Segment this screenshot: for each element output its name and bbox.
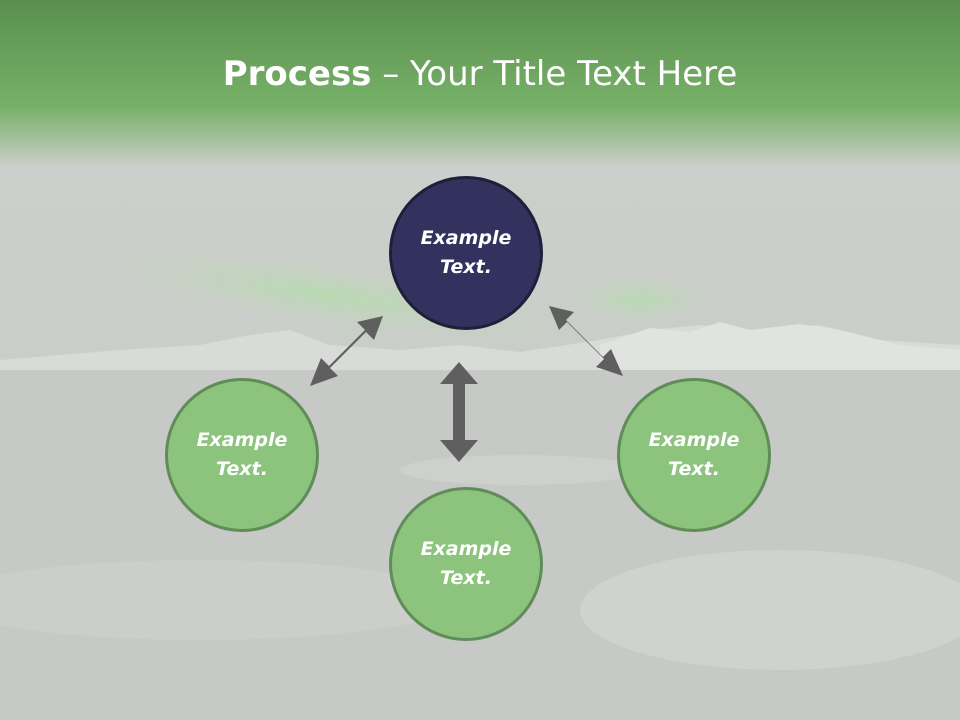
node-label: Example Text.	[196, 429, 288, 480]
slide-title: Process – Your Title Text Here	[0, 52, 960, 96]
node-label: Example Text.	[420, 227, 512, 278]
node-label: Example Text.	[648, 429, 740, 480]
arrow-top-left	[310, 316, 383, 386]
title-bold: Process	[222, 54, 372, 94]
node-label: Example Text.	[420, 538, 512, 589]
arrow-top-bottom	[440, 362, 478, 462]
arrow-top-right	[549, 306, 623, 376]
title-rest: – Your Title Text Here	[371, 54, 738, 94]
process-node-bottom: Example Text.	[389, 487, 543, 641]
process-node-left: Example Text.	[165, 378, 319, 532]
process-node-right: Example Text.	[617, 378, 771, 532]
process-node-top: Example Text.	[389, 176, 543, 330]
